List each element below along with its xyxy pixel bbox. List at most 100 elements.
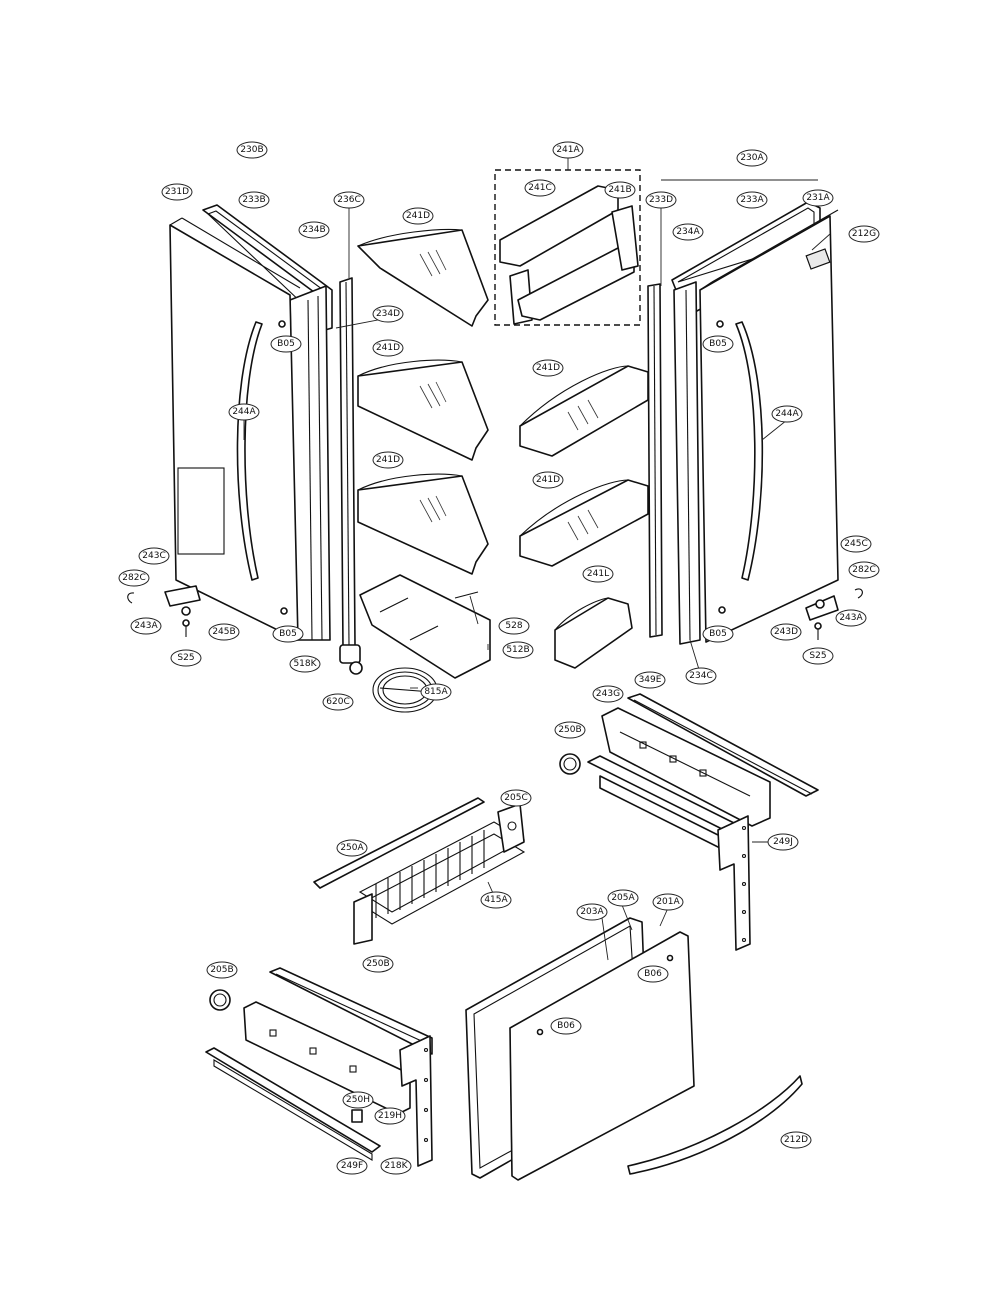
part-callout-243g: 243G	[592, 685, 624, 703]
callout-text: B05	[709, 339, 727, 349]
lower-rail-front	[205, 1047, 381, 1161]
part-callout-245b: 245B	[208, 623, 240, 641]
wire-basket	[353, 803, 526, 945]
part-callout-b05: B05	[702, 335, 734, 353]
callout-text: 349E	[639, 675, 662, 685]
part-callout-250h: 250H	[342, 1091, 374, 1109]
part-callout-243a: 243A	[130, 617, 162, 635]
callout-text: S25	[809, 651, 826, 661]
callout-text: B06	[644, 969, 662, 979]
right-door-strip	[647, 283, 663, 638]
dispenser-cover	[359, 574, 491, 679]
bin-assembly-box	[494, 169, 641, 326]
part-callout-b05: B05	[270, 335, 302, 353]
callout-text: 201A	[656, 897, 680, 907]
part-callout-b06: B06	[550, 1017, 582, 1035]
part-callout-236c: 236C	[333, 191, 365, 209]
callout-text: 241A	[556, 145, 580, 155]
left-lower-hinge	[127, 585, 201, 637]
callout-text: 241C	[528, 183, 551, 193]
upper-rail-back	[627, 693, 819, 797]
part-callout-249j: 249J	[767, 833, 799, 851]
part-callout-241d: 241D	[402, 207, 434, 225]
callout-text: 243A	[839, 613, 863, 623]
part-callout-205c: 205C	[500, 789, 532, 807]
left-door-hinge-screws	[278, 320, 288, 615]
lower-side-rail	[399, 1035, 433, 1167]
part-callout-241a: 241A	[552, 141, 584, 159]
callout-text: 243A	[134, 621, 158, 631]
callout-text: 205A	[611, 893, 635, 903]
part-callout-243c: 243C	[138, 547, 170, 565]
part-callout-241d: 241D	[372, 339, 404, 357]
part-callout-205a: 205A	[607, 889, 639, 907]
part-callout-282c: 282C	[848, 561, 880, 579]
callout-text: 205C	[504, 793, 527, 803]
part-callout-233a: 233A	[736, 191, 768, 209]
part-callout-233d: 233D	[645, 191, 677, 209]
part-callout-512b: 512B	[502, 641, 534, 659]
part-callout-230a: 230A	[736, 149, 768, 167]
callout-text: 243C	[142, 551, 165, 561]
part-callout-249f: 249F	[336, 1157, 368, 1175]
right-side-rail	[717, 815, 751, 951]
part-callout-415a: 415A	[480, 891, 512, 909]
part-callout-203a: 203A	[576, 903, 608, 921]
callout-text: 241L	[587, 569, 609, 579]
water-valve-fitting	[339, 644, 363, 675]
callout-text: 244A	[775, 409, 799, 419]
basket-bar	[313, 797, 485, 889]
part-callout-815a: 815A	[420, 683, 452, 701]
callout-text: 245B	[212, 627, 235, 637]
part-callout-234a: 234A	[672, 223, 704, 241]
right-door-hinge-screws	[716, 320, 726, 614]
callout-text: 512B	[506, 645, 529, 655]
callout-text: 212D	[784, 1135, 808, 1145]
part-callout-349e: 349E	[634, 671, 666, 689]
callout-text: B06	[557, 1021, 575, 1031]
callout-text: 234B	[302, 225, 325, 235]
small-clip	[351, 1109, 363, 1123]
callout-text: 231A	[806, 193, 830, 203]
callout-text: 415A	[484, 895, 508, 905]
part-callout-241d: 241D	[372, 451, 404, 469]
callout-text: 244A	[232, 407, 256, 417]
callout-text: 620C	[326, 697, 349, 707]
part-callout-250b: 250B	[554, 721, 586, 739]
part-callout-245c: 245C	[840, 535, 872, 553]
callout-text: 250A	[340, 843, 364, 853]
part-callout-241d: 241D	[532, 471, 564, 489]
part-callout-243d: 243D	[770, 623, 802, 641]
part-callout-212g: 212G	[848, 225, 880, 243]
part-callout-230b: 230B	[236, 141, 268, 159]
callout-text: 212G	[852, 229, 876, 239]
callout-text: 234C	[689, 671, 712, 681]
callout-text: 241D	[536, 363, 560, 373]
door-bin-1	[357, 228, 489, 327]
part-callout-233b: 233B	[238, 191, 270, 209]
callout-text: 203A	[580, 907, 604, 917]
freezer-door-panel	[509, 931, 695, 1181]
upper-rail-bracket	[601, 707, 771, 827]
callout-text: 250H	[346, 1095, 370, 1105]
part-callout-b05: B05	[272, 625, 304, 643]
part-callout-234d: 234D	[372, 305, 404, 323]
callout-text: B05	[279, 629, 297, 639]
callout-text: 243G	[596, 689, 620, 699]
part-callout-241d: 241D	[532, 359, 564, 377]
left-door-handle	[236, 321, 263, 581]
part-callout-620c: 620C	[322, 693, 354, 711]
part-callout-b06: B06	[637, 965, 669, 983]
part-callout-282c: 282C	[118, 569, 150, 587]
callout-text: 249J	[773, 837, 793, 847]
callout-text: 234A	[676, 227, 700, 237]
right-door-liner	[673, 281, 701, 645]
callout-text: 250B	[558, 725, 581, 735]
part-callout-205b: 205B	[206, 961, 238, 979]
callout-text: 241D	[406, 211, 430, 221]
part-callout-218k: 218K	[380, 1157, 412, 1175]
part-callout-241c: 241C	[524, 179, 556, 197]
callout-text: 205B	[210, 965, 233, 975]
callout-text: 243D	[774, 627, 798, 637]
part-callout-s25: S25	[170, 649, 202, 667]
